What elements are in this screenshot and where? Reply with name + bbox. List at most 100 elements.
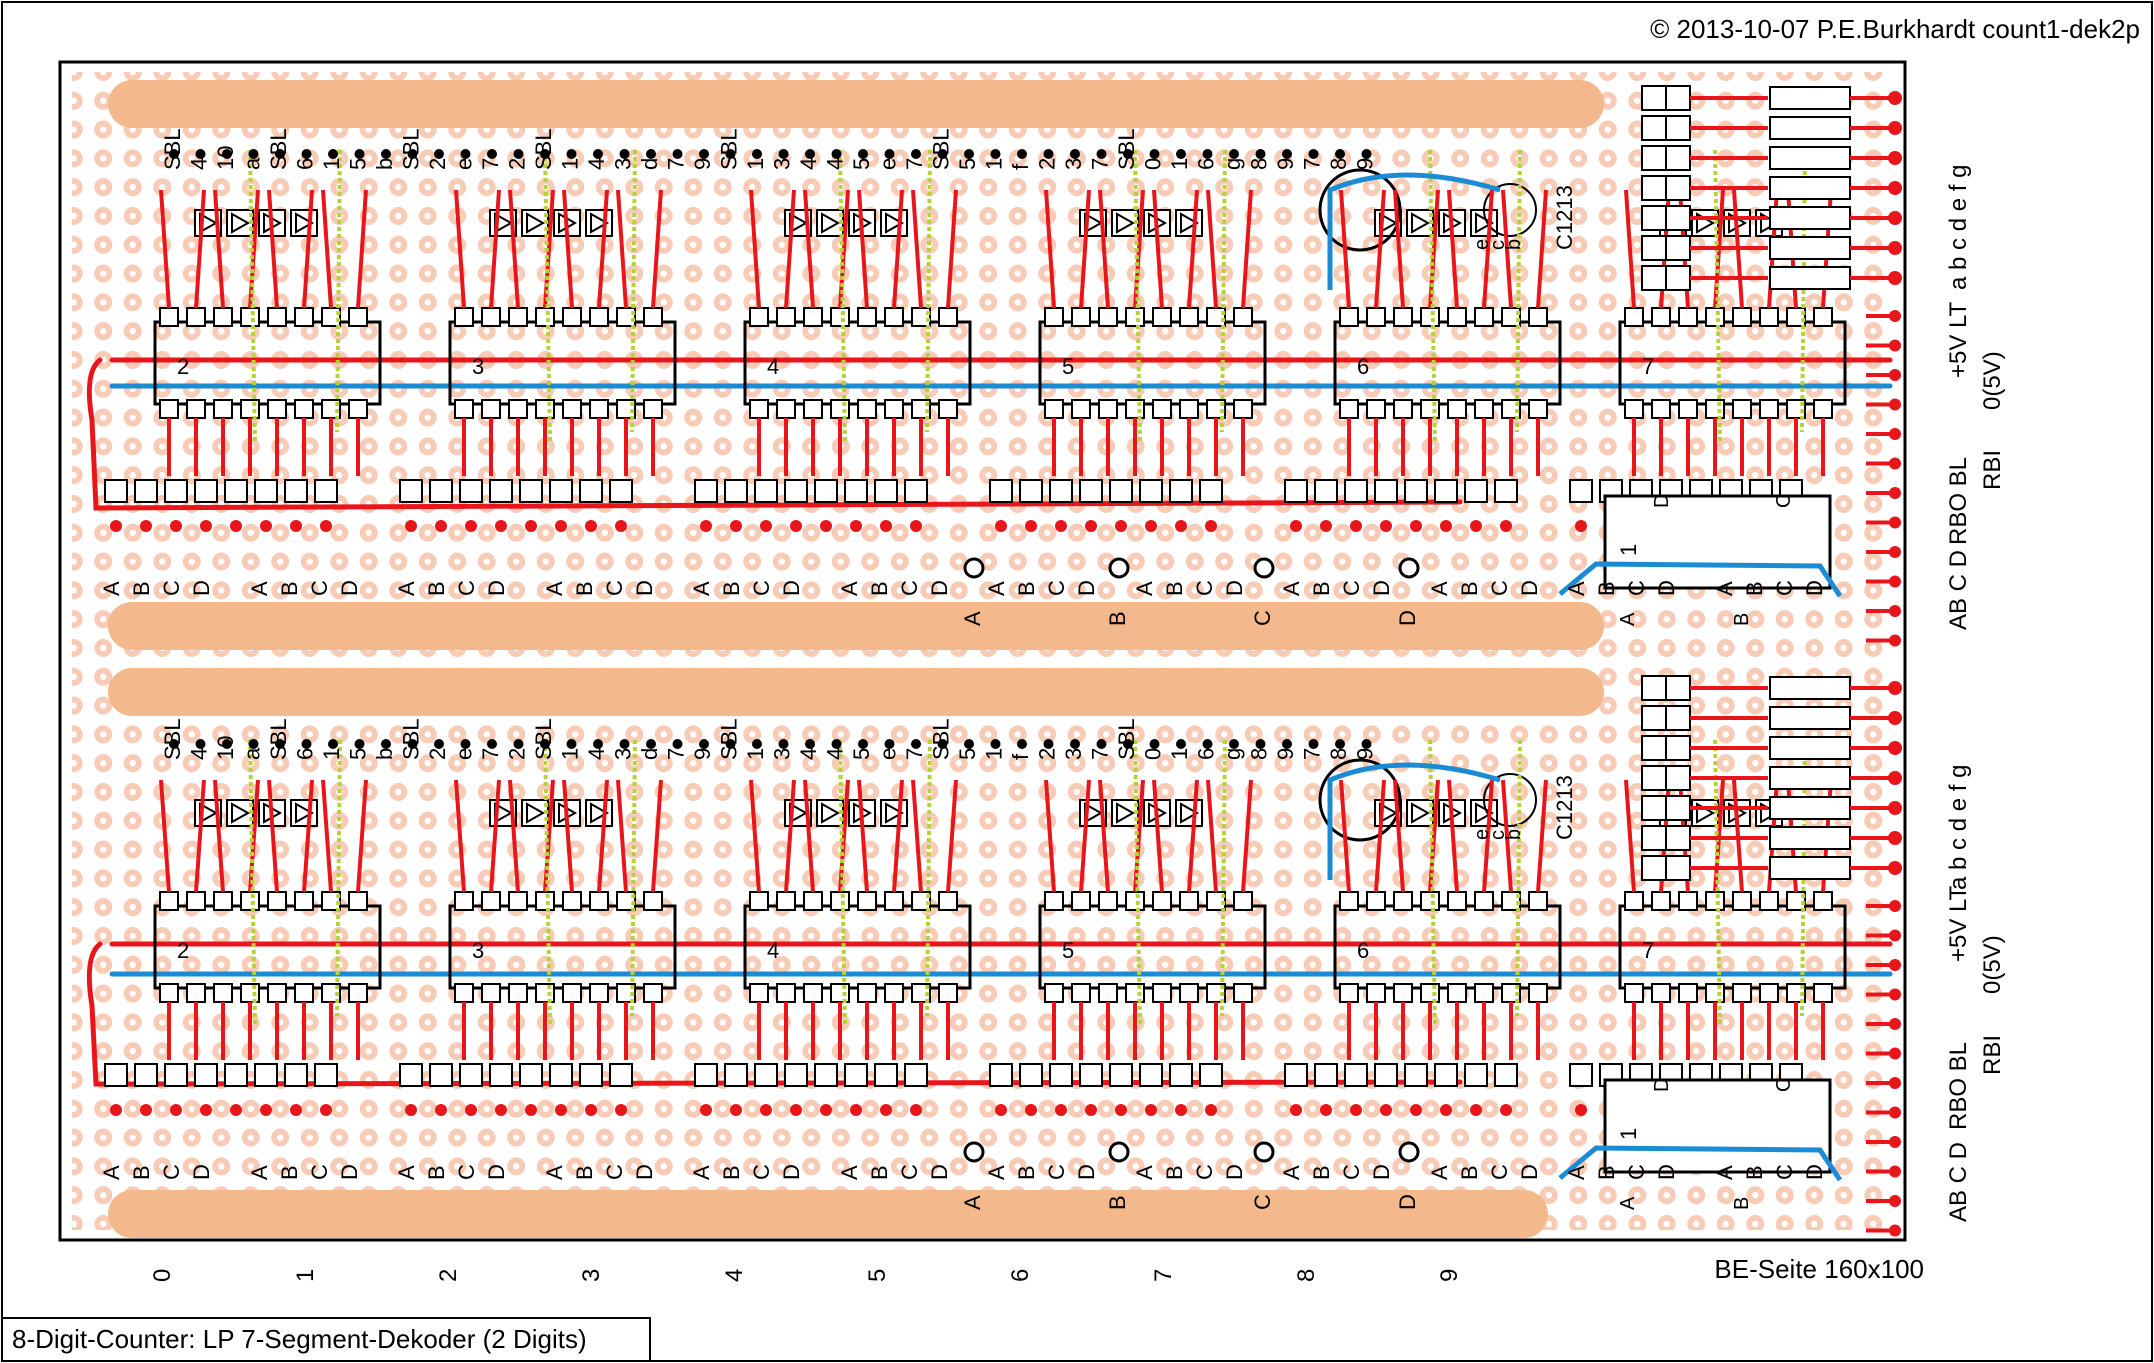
test-point xyxy=(963,557,985,579)
solder-pad xyxy=(1500,520,1512,532)
input-pin-label: A xyxy=(1427,1165,1452,1180)
pin-dot xyxy=(1361,149,1372,159)
ic-pin xyxy=(1071,307,1091,327)
connector-pad xyxy=(1889,310,1901,322)
trace-red xyxy=(1079,779,1091,893)
diode xyxy=(814,479,838,503)
pin-dot xyxy=(672,739,683,749)
diode-symbol xyxy=(526,802,546,824)
diode xyxy=(1494,1063,1518,1087)
ic-pin xyxy=(1044,983,1064,1003)
connector-pad xyxy=(1889,546,1901,558)
solder-pad xyxy=(1145,520,1157,532)
solder-pad xyxy=(995,1104,1007,1116)
ic-pin xyxy=(348,891,368,911)
decoder-chip-number: 1 xyxy=(1616,544,1641,556)
trace-red xyxy=(1624,779,1636,893)
ic-pin xyxy=(884,983,904,1003)
input-label-upper: AB C D xyxy=(1945,550,1972,630)
top-pin-label: g xyxy=(1220,158,1245,170)
pin-dot xyxy=(460,149,471,159)
pin-dot xyxy=(699,739,709,749)
top-pin-label: 9 xyxy=(690,158,715,170)
solder-pad xyxy=(700,520,712,532)
diode xyxy=(904,479,928,503)
ic-pin xyxy=(857,399,877,419)
diode xyxy=(134,479,158,503)
solder-pad xyxy=(320,1104,332,1116)
pin-dot xyxy=(1017,739,1027,749)
ic-pin xyxy=(186,983,206,1003)
diode xyxy=(194,1063,218,1087)
pin-dot xyxy=(1361,739,1372,749)
solder-pad xyxy=(290,1104,302,1116)
diode xyxy=(104,1063,128,1087)
input-pin-label: D xyxy=(189,580,214,596)
ic-pin xyxy=(294,307,314,327)
ic-pin xyxy=(186,399,206,419)
input-pin-label: C xyxy=(1624,1164,1649,1180)
pin-dot xyxy=(434,149,444,159)
trace-red xyxy=(616,189,628,309)
diode-symbol xyxy=(526,212,546,234)
ic-pin xyxy=(1098,891,1118,911)
caption-text: 8-Digit-Counter: LP 7-Segment-Dekoder (2… xyxy=(12,1324,587,1354)
pin-dot xyxy=(778,739,789,749)
diode xyxy=(519,1063,543,1087)
top-pin-label: g xyxy=(1220,748,1245,760)
capacitor xyxy=(1318,758,1402,842)
top-pin-label: 4 xyxy=(796,748,821,760)
pin-dot xyxy=(831,739,842,749)
top-pin-label: 4 xyxy=(823,158,848,170)
segment-led xyxy=(1665,205,1691,231)
input-pin-label: B xyxy=(1014,581,1039,596)
pin-dot xyxy=(805,149,815,159)
segment-led xyxy=(1665,175,1691,201)
diode xyxy=(1464,479,1488,503)
pin-dot xyxy=(1123,149,1133,159)
pin-dot xyxy=(328,739,338,749)
input-pin-label: C xyxy=(897,1164,922,1180)
top-pin-label: 5 xyxy=(849,748,874,760)
ic-pin xyxy=(830,891,850,911)
trace-red xyxy=(1187,189,1199,309)
input-pin-label: C xyxy=(1044,580,1069,596)
trace-red xyxy=(213,779,225,893)
pin-dot xyxy=(593,739,603,749)
input-pin-label: C xyxy=(1044,1164,1069,1180)
pin-dot xyxy=(1202,149,1213,159)
input-label-lower: AB C D xyxy=(1945,1142,1972,1222)
segment-resistor xyxy=(1769,796,1851,820)
pad-grid xyxy=(72,72,1894,1230)
diode xyxy=(1019,479,1043,503)
top-pin-label: 7 xyxy=(664,158,689,170)
ic-pin xyxy=(1366,399,1386,419)
pin-dot xyxy=(1176,739,1186,749)
top-pin-label: SBL xyxy=(717,128,742,170)
ic-pin xyxy=(857,983,877,1003)
ic-pin xyxy=(1339,307,1359,327)
diode xyxy=(429,1063,453,1087)
inverted-input-label: C xyxy=(1250,1194,1275,1210)
solder-pad xyxy=(110,520,122,532)
ground-label-lower: 0(5V) xyxy=(1979,935,2006,994)
input-pin-label: C xyxy=(1487,580,1512,596)
segment-led xyxy=(1641,85,1667,111)
ic-pin xyxy=(1098,983,1118,1003)
segment-led xyxy=(1641,705,1667,731)
diode xyxy=(1374,479,1398,503)
segment-led xyxy=(1665,765,1691,791)
pin-dot xyxy=(1149,739,1160,749)
top-pin-label: 7 xyxy=(902,748,927,760)
trace-red xyxy=(508,189,520,309)
trace-red xyxy=(1152,779,1164,893)
pin-dot xyxy=(275,149,285,159)
diode-symbol xyxy=(1180,212,1200,234)
trace-red xyxy=(562,779,574,893)
input-pin-label: C xyxy=(1192,1164,1217,1180)
top-pin-label: 9 xyxy=(1273,158,1298,170)
solder-pad xyxy=(525,1104,537,1116)
trace-red xyxy=(508,779,520,893)
trace-red xyxy=(1501,779,1513,893)
